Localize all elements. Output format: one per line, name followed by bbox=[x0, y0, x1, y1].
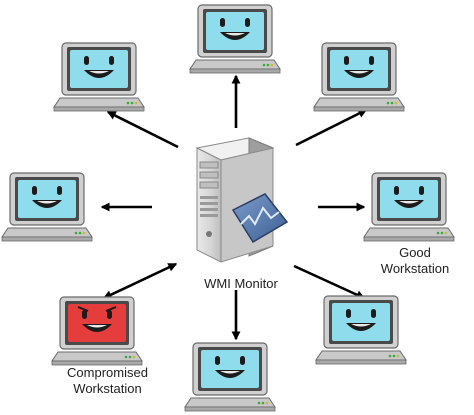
laptop-right-icon bbox=[363, 172, 455, 242]
laptop-bottom-right-icon bbox=[315, 295, 407, 365]
arrow-to-laptop-bottom-right bbox=[293, 264, 366, 300]
arrow-to-laptop-bottom-left bbox=[102, 262, 178, 300]
server-label: WMI Monitor bbox=[204, 276, 278, 291]
laptop-top-right-icon bbox=[313, 42, 405, 112]
monitor-chart-icon bbox=[231, 193, 289, 244]
arrow-to-laptop-top-right bbox=[295, 108, 368, 147]
arrows-layer bbox=[100, 74, 368, 341]
laptop-bottom-left-icon bbox=[51, 296, 143, 366]
server-icon bbox=[195, 137, 289, 263]
workstations-layer bbox=[1, 4, 455, 412]
arrow-to-laptop-top-left bbox=[106, 110, 179, 149]
compromised-workstation-label: Compromised Workstation bbox=[67, 365, 148, 396]
good-workstation-label: Good Workstation bbox=[380, 245, 450, 276]
laptop-bottom-icon bbox=[184, 342, 276, 412]
laptop-left-icon bbox=[1, 172, 93, 242]
laptop-top-left-icon bbox=[53, 42, 145, 112]
laptop-top-icon bbox=[189, 4, 281, 74]
